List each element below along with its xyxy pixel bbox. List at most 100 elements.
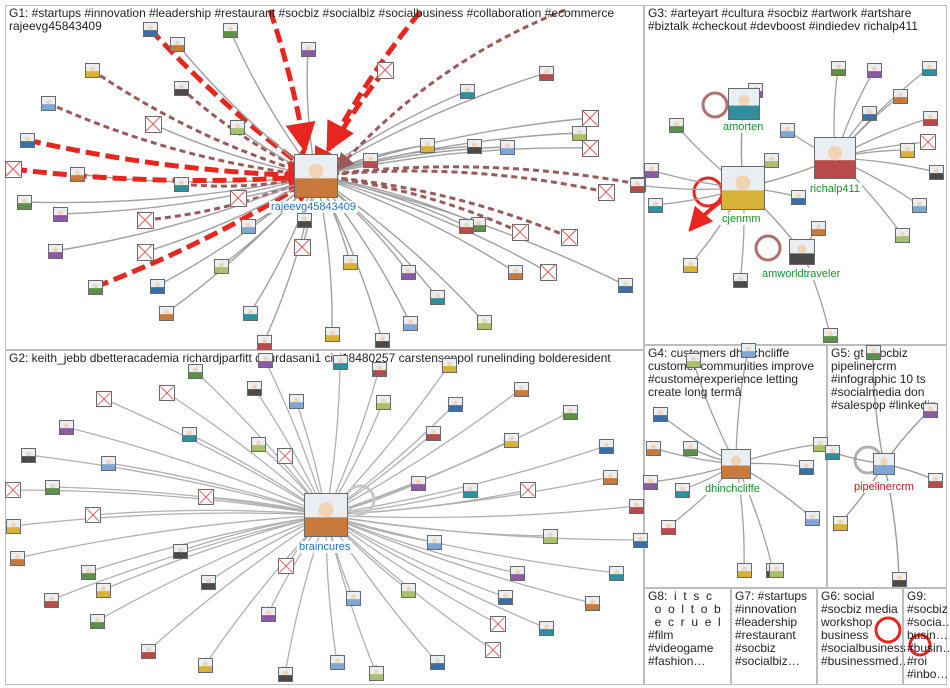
user-avatar-node[interactable] — [927, 472, 943, 488]
user-avatar-node[interactable] — [173, 176, 189, 192]
user-avatar-node[interactable] — [584, 595, 600, 611]
user-avatar-node[interactable] — [213, 258, 229, 274]
missing-avatar-node[interactable] — [96, 391, 112, 407]
user-avatar-node[interactable] — [69, 166, 85, 182]
user-avatar-node[interactable] — [499, 139, 515, 155]
missing-avatar-node[interactable] — [293, 238, 311, 256]
user-avatar-node[interactable] — [140, 643, 156, 659]
user-avatar-node[interactable] — [865, 344, 881, 360]
hub-label-dhinchcliffe[interactable]: dhinchcliffe — [703, 483, 762, 495]
user-avatar-node[interactable] — [660, 519, 676, 535]
user-avatar-node[interactable] — [892, 88, 908, 104]
user-avatar-node[interactable] — [242, 305, 258, 321]
user-avatar-node[interactable] — [459, 83, 475, 99]
user-avatar-node[interactable] — [181, 426, 197, 442]
user-avatar-node[interactable] — [682, 257, 698, 273]
user-avatar-node[interactable] — [9, 550, 25, 566]
user-avatar-node[interactable] — [798, 459, 814, 475]
user-avatar-node[interactable] — [513, 381, 529, 397]
user-avatar-node[interactable] — [617, 277, 633, 293]
user-avatar-node[interactable] — [410, 475, 426, 491]
user-avatar-node[interactable] — [197, 657, 213, 673]
user-avatar-node[interactable] — [400, 582, 416, 598]
user-avatar-node[interactable] — [542, 528, 558, 544]
user-avatar-node[interactable] — [911, 197, 927, 213]
user-avatar-node[interactable] — [20, 447, 36, 463]
user-avatar-node[interactable] — [47, 243, 63, 259]
user-avatar-node[interactable] — [632, 532, 648, 548]
user-avatar-node[interactable] — [476, 314, 492, 330]
user-avatar-node[interactable] — [288, 393, 304, 409]
missing-avatar-node[interactable] — [539, 263, 557, 281]
hub-label-amworldtraveler[interactable]: amworldtraveler — [760, 268, 843, 280]
user-avatar-node[interactable] — [685, 352, 701, 368]
user-avatar-node[interactable] — [402, 315, 418, 331]
missing-avatar-node[interactable] — [277, 448, 293, 464]
user-avatar-node[interactable] — [142, 21, 158, 37]
user-avatar-node[interactable] — [362, 152, 378, 168]
user-avatar-node[interactable] — [810, 220, 826, 236]
user-avatar-node[interactable] — [571, 125, 587, 141]
user-avatar-node[interactable] — [891, 571, 907, 587]
user-avatar-node[interactable] — [375, 394, 391, 410]
user-avatar-node[interactable] — [187, 363, 203, 379]
user-avatar-node[interactable] — [922, 402, 938, 418]
user-avatar-node[interactable] — [645, 440, 661, 456]
user-avatar-node[interactable] — [169, 36, 185, 52]
user-avatar-node[interactable] — [374, 332, 390, 348]
user-avatar-node[interactable] — [58, 419, 74, 435]
user-avatar-node[interactable] — [768, 562, 784, 578]
user-avatar-node[interactable] — [608, 565, 624, 581]
user-avatar-node[interactable] — [866, 62, 882, 78]
user-avatar-node[interactable] — [342, 254, 358, 270]
user-avatar-node[interactable] — [466, 138, 482, 154]
user-avatar-node[interactable] — [629, 177, 645, 193]
hub-label-amorten[interactable]: amorten — [721, 121, 766, 133]
user-avatar-node[interactable] — [922, 110, 938, 126]
user-avatar-node[interactable] — [16, 194, 32, 210]
user-avatar-node[interactable] — [332, 354, 348, 370]
user-avatar-node[interactable] — [52, 206, 68, 222]
user-avatar-node[interactable] — [921, 60, 937, 76]
user-avatar-node[interactable] — [447, 396, 463, 412]
user-avatar-node[interactable] — [250, 436, 266, 452]
user-avatar-node[interactable] — [371, 361, 387, 377]
user-avatar-node[interactable] — [95, 582, 111, 598]
user-avatar-node[interactable] — [246, 380, 262, 396]
hub-label-cjenmm[interactable]: cjenmm — [720, 213, 763, 225]
user-avatar-node[interactable] — [419, 137, 435, 153]
hub-label-braincures[interactable]: braincures — [297, 541, 353, 553]
user-avatar-node[interactable] — [173, 80, 189, 96]
user-avatar-node[interactable] — [149, 278, 165, 294]
user-avatar-node[interactable] — [441, 357, 457, 373]
user-avatar-node[interactable] — [509, 565, 525, 581]
user-avatar-node[interactable] — [425, 425, 441, 441]
user-avatar-node[interactable] — [19, 132, 35, 148]
user-avatar-node[interactable] — [426, 534, 442, 550]
user-avatar-node[interactable] — [100, 455, 116, 471]
user-avatar-node[interactable] — [503, 432, 519, 448]
user-avatar-node[interactable] — [643, 162, 659, 178]
user-avatar-node[interactable] — [682, 440, 698, 456]
hub-node-amworldtraveler[interactable] — [789, 239, 815, 265]
missing-avatar-node[interactable] — [581, 109, 599, 127]
user-avatar-node[interactable] — [894, 227, 910, 243]
user-avatar-node[interactable] — [345, 590, 361, 606]
user-avatar-node[interactable] — [5, 518, 21, 534]
user-avatar-node[interactable] — [736, 562, 752, 578]
hub-label-pipelinercrm[interactable]: pipelinercrm — [852, 481, 916, 493]
hub-node-rajeevg45843409[interactable] — [294, 154, 338, 198]
missing-avatar-node[interactable] — [159, 385, 175, 401]
user-avatar-node[interactable] — [429, 289, 445, 305]
user-avatar-node[interactable] — [400, 264, 416, 280]
user-avatar-node[interactable] — [538, 65, 554, 81]
missing-avatar-node[interactable] — [560, 228, 578, 246]
missing-avatar-node[interactable] — [5, 482, 21, 498]
user-avatar-node[interactable] — [830, 60, 846, 76]
user-avatar-node[interactable] — [200, 574, 216, 590]
user-avatar-node[interactable] — [222, 22, 238, 38]
missing-avatar-node[interactable] — [920, 134, 936, 150]
user-avatar-node[interactable] — [87, 279, 103, 295]
user-avatar-node[interactable] — [928, 164, 944, 180]
user-avatar-node[interactable] — [256, 334, 272, 350]
